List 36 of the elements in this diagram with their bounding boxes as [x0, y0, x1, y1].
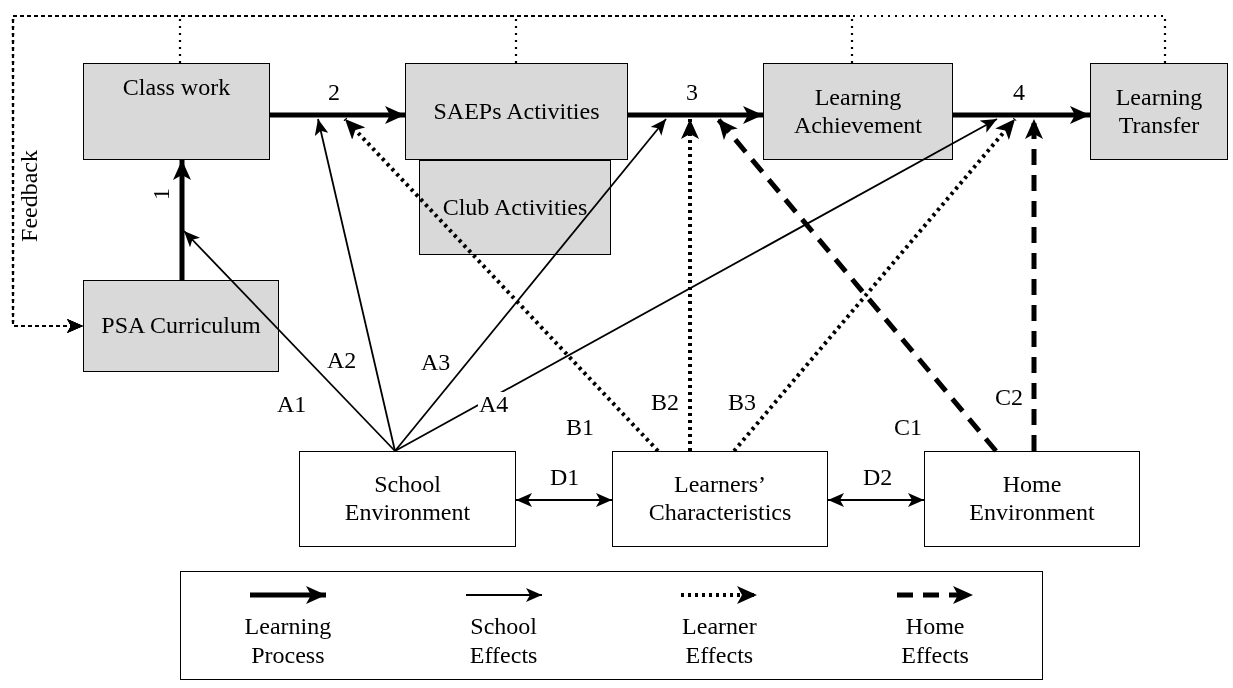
arrow [173, 160, 191, 280]
process-box [299, 451, 516, 547]
arrow [1025, 119, 1043, 451]
box-label: SAEPs Activities [433, 97, 600, 126]
legend-label: School Effects [468, 612, 539, 670]
arrow [953, 106, 1090, 124]
arrow [394, 118, 667, 452]
process-box [1090, 63, 1228, 160]
box-label: Club Activities [442, 193, 588, 222]
arrow [343, 117, 660, 453]
arrow [183, 230, 396, 452]
process-box [83, 63, 270, 160]
arrow [515, 493, 613, 507]
process-box [763, 63, 953, 160]
arrow [827, 493, 925, 507]
box-label: PSA Curriculum [101, 312, 261, 340]
arrow [394, 118, 998, 452]
box-label: Learning Transfer [1114, 83, 1204, 140]
box-label: Learners’ Characteristics [647, 471, 793, 527]
arrow [314, 118, 396, 452]
box-label: Class work [122, 74, 231, 102]
process-box [612, 451, 828, 547]
box-label: Home Environment [968, 471, 1096, 527]
process-box [419, 160, 611, 255]
legend-label: Home Effects [900, 612, 970, 670]
legend-label: Learner Effects [681, 612, 758, 670]
box-label: School Environment [343, 471, 472, 527]
arrow [681, 119, 699, 451]
legend-label: Learning Process [243, 612, 333, 670]
arrow [270, 106, 405, 124]
process-box [83, 280, 279, 372]
box-label: Learning Achievement [793, 83, 923, 140]
arrow [628, 106, 763, 124]
process-box [924, 451, 1140, 547]
arrow [11, 14, 1167, 333]
process-box [405, 63, 628, 160]
